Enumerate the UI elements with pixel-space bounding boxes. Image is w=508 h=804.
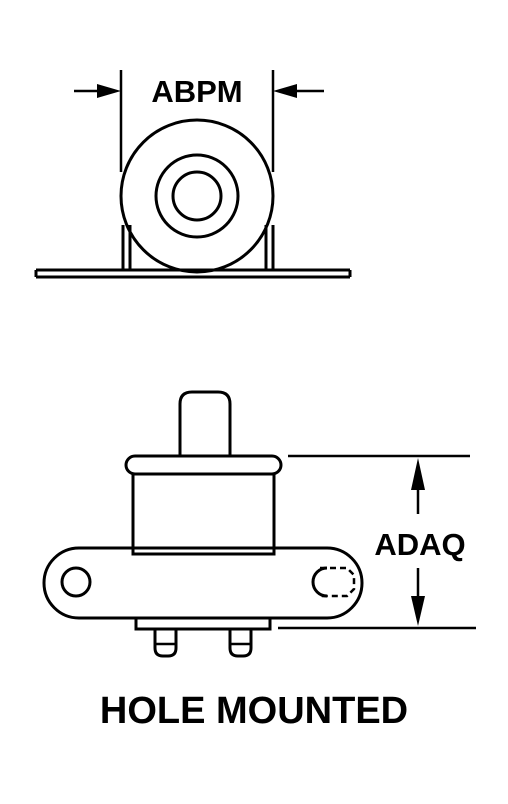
top-view-outer-circle [119, 118, 275, 274]
side-view-body [131, 472, 276, 556]
width-arrowhead-right [273, 84, 297, 98]
height-dimension-label: ADAQ [374, 527, 465, 562]
side-view: ADAQ [42, 390, 476, 658]
side-view-terminal-pin-left [153, 629, 178, 658]
top-view-bracket [121, 225, 275, 270]
side-view-plunger [178, 390, 232, 456]
height-arrowhead-top [411, 458, 425, 490]
width-arrowhead-left [97, 84, 121, 98]
height-arrowhead-bottom [411, 596, 425, 626]
side-view-mounting-hole-left [60, 566, 92, 598]
side-view-terminal-pin-right [228, 629, 253, 658]
width-dimension-label: ABPM [151, 74, 242, 109]
top-view: ABPM [34, 70, 352, 279]
top-view-inner-circle [171, 170, 223, 222]
width-dimension: ABPM [74, 70, 324, 172]
side-view-mounting-hole-right [311, 566, 328, 598]
side-view-terminal-base [134, 616, 272, 631]
top-view-base-plate [34, 268, 352, 279]
top-view-middle-circle [154, 153, 240, 239]
side-view-rim [124, 454, 283, 476]
height-dimension: ADAQ [278, 454, 476, 630]
side-view-slot-hidden-line [320, 566, 356, 598]
diagram-caption: HOLE MOUNTED [100, 690, 408, 732]
